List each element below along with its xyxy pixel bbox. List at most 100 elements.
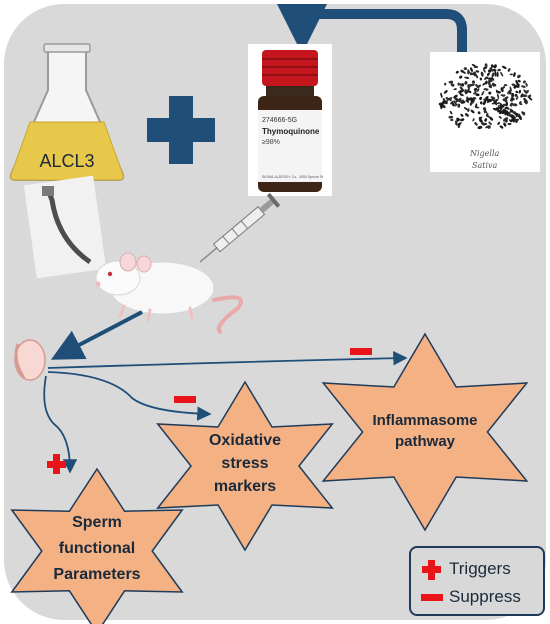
seed-dot [448,80,454,84]
seed-dot [492,107,497,111]
sperm-label-2: functional [59,540,135,557]
seed-dot [447,97,453,101]
seed-dot [497,93,500,99]
seed-dot [511,92,515,98]
seed-dot [509,102,514,107]
oxidative-label-3: markers [214,478,276,495]
flask-label: ALCL3 [39,151,94,171]
seed-dot [522,111,526,116]
seed-dot [490,68,494,72]
seed-dot [493,64,497,69]
seed-dot [515,113,521,118]
seed-dot [476,88,480,92]
plus-sign-icon [419,558,445,580]
seed-dot [450,118,454,122]
seed-dot [459,75,463,79]
seed-dot [475,93,480,97]
flask-icon: ALCL3 [9,43,125,181]
seed-dot [479,77,483,81]
seed-dot [516,83,520,88]
svg-text:274666-5G: 274666-5G [262,117,297,124]
seed-dot [443,100,447,104]
nigella-seeds-image: Nigella Sativa [430,52,540,172]
seed-dot [499,110,503,115]
seed-dot [491,72,495,78]
seed-dot [483,98,487,101]
seed-dot [488,99,492,103]
seed-dot [483,68,486,73]
seed-dot [453,94,458,99]
seed-dot [512,103,518,107]
seed-dot [445,97,449,100]
seeds-label-1: Nigella [469,149,500,158]
seed-dot [475,83,478,88]
seed-dot [466,96,469,102]
seed-dot [457,103,461,108]
thymoquinone-bottle: 274666-5G Thymoquinone ≥98% SIGMA-ALDRIC… [248,44,332,196]
sperm-parameters-star: Sperm functional Parameters [10,467,184,624]
seed-dot [485,96,489,99]
seed-dot [521,85,526,88]
seed-dot [522,80,526,84]
arrow-to-inflammasome [47,351,408,369]
minus-sign-icon [419,586,445,608]
seed-dot [469,83,475,87]
seed-dot [440,92,443,98]
seed-dot [467,87,470,92]
seed-dot [518,115,522,120]
seed-dot [472,71,477,76]
seed-dot [505,118,508,123]
seed-dot [463,67,467,71]
mouse-to-testis-arrow [50,310,143,360]
seed-dot [503,110,509,112]
seed-dot [475,73,479,79]
seed-dot [460,118,465,122]
sperm-label-1: Sperm [72,514,122,531]
legend-trigger-row: Triggers [419,558,511,580]
seed-dot [503,84,508,87]
seed-dot [484,76,488,80]
seed-dot [494,71,497,77]
seed-dot [510,119,515,123]
seed-dot [448,115,454,119]
seed-dot [497,121,501,125]
seed-dot [469,102,473,106]
seed-dot [475,70,480,73]
inflammasome-star: Inflammasome pathway [321,332,529,532]
seed-dot [453,88,457,91]
seed-dot [453,100,457,105]
seed-dot [500,87,504,93]
seed-dot [488,121,492,126]
seed-dot [499,105,503,111]
seed-dot [509,119,512,123]
arrow-to-oxidative [47,371,212,421]
inflammasome-label-2: pathway [395,433,456,450]
seed-dot [528,97,533,101]
seed-dot [459,93,464,97]
seed-dot [513,72,516,77]
seed-dot [496,90,501,94]
oxidative-label-2: stress [221,455,268,472]
seed-dot [471,80,476,84]
seed-dot [472,97,477,100]
seed-dot [515,79,519,85]
seed-dot [464,81,468,85]
seed-dot [489,84,492,89]
seed-dot [502,103,507,107]
seed-dot [489,66,493,70]
seed-dot [485,112,489,117]
seed-dot [475,103,478,108]
seed-dot [519,103,523,106]
seed-dot [517,79,521,83]
oxidative-label-1: Oxidative [209,432,281,449]
seed-dot [515,96,519,100]
svg-text:≥98%: ≥98% [262,139,280,146]
seed-dot [455,70,459,74]
seed-dot [457,82,460,86]
seed-dot [450,100,454,105]
seed-dot [487,80,491,86]
seed-dot [467,69,470,75]
seed-dot [503,118,506,122]
seed-dot [507,68,511,72]
sperm-label-3: Parameters [53,566,140,583]
